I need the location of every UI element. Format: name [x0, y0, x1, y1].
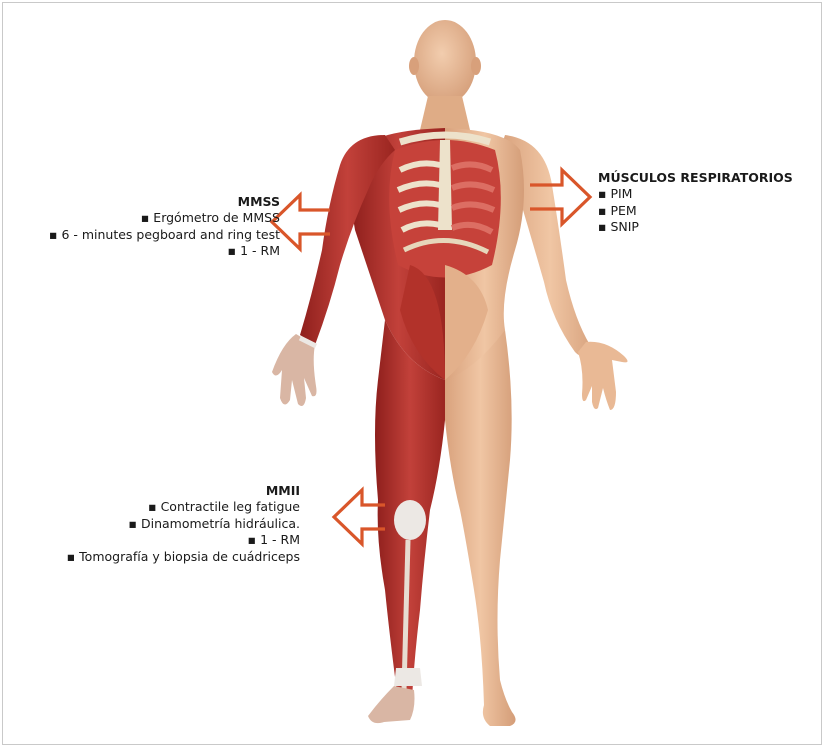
muscle-leg — [368, 320, 445, 723]
annotation-respiratory: MÚSCULOS RESPIRATORIOS PIM PEM SNIP — [598, 170, 808, 236]
annotation-mmii: MMII Contractile leg fatigue Dinamometrí… — [30, 483, 300, 565]
annotation-mmss-title: MMSS — [30, 194, 280, 210]
head — [409, 20, 481, 130]
annotation-respiratory-item: SNIP — [598, 219, 808, 235]
annotation-mmii-item: Dinamometría hidráulica. — [30, 516, 300, 532]
annotation-mmss-item: 1 - RM — [30, 243, 280, 259]
annotation-mmss-item: 6 - minutes pegboard and ring test — [30, 227, 280, 243]
annotation-mmss: MMSS Ergómetro de MMSS 6 - minutes pegbo… — [30, 194, 280, 260]
annotation-respiratory-title: MÚSCULOS RESPIRATORIOS — [598, 170, 808, 186]
skin-leg — [445, 330, 516, 726]
arrow-mmss — [272, 195, 330, 249]
annotation-respiratory-item: PEM — [598, 203, 808, 219]
annotation-mmii-item: 1 - RM — [30, 532, 300, 548]
annotation-mmii-title: MMII — [30, 483, 300, 499]
annotation-mmii-item: Contractile leg fatigue — [30, 499, 300, 515]
rib-cage — [389, 135, 501, 278]
annotation-mmss-item: Ergómetro de MMSS — [30, 210, 280, 226]
annotation-respiratory-item: PIM — [598, 186, 808, 202]
arrow-mmii — [334, 490, 385, 544]
annotation-mmii-item: Tomografía y biopsia de cuádriceps — [30, 549, 300, 565]
